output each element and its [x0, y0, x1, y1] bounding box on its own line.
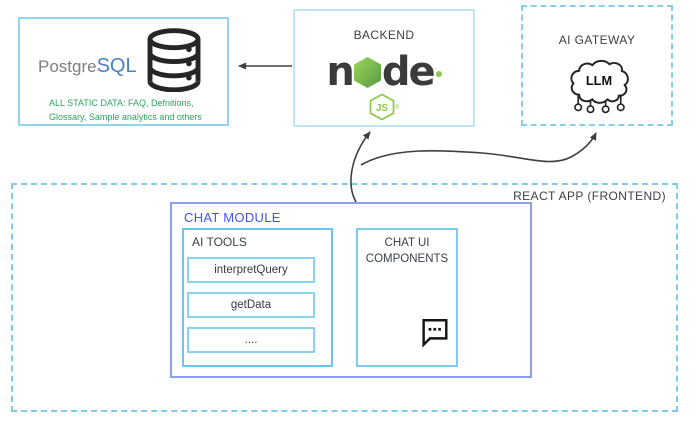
- chat-ui-components-title: CHAT UI COMPONENTS: [365, 237, 449, 265]
- postgres-description: ALL STATIC DATA: FAQ, Defnitions, Glossa…: [49, 97, 202, 125]
- postgres-wordmark-prefix: Postgre: [38, 57, 97, 76]
- react-app-title: REACT APP (FRONTEND): [513, 189, 666, 203]
- ai-gateway-title: AI GATEWAY: [558, 33, 636, 47]
- postgres-description-line1: ALL STATIC DATA: FAQ, Defnitions,: [49, 98, 194, 108]
- nodejs-logo: n de: [295, 49, 473, 95]
- ai-gateway-box: AI GATEWAY LLM: [521, 5, 673, 126]
- llm-brain-icon: LLM: [564, 57, 634, 122]
- tool-ellipsis: ....: [187, 327, 315, 353]
- nodejs-js-badge: JS ®: [295, 93, 473, 126]
- tool-interpretquery: interpretQuery: [187, 257, 315, 283]
- postgres-description-line2: Glossary, Sample analytics and others: [49, 111, 202, 122]
- js-badge-text: JS: [376, 103, 389, 114]
- nodejs-letter-n: n: [326, 49, 355, 95]
- chat-bubble-icon: [420, 316, 449, 353]
- arrow-chatmodule-to-gateway: [360, 132, 597, 166]
- registered-mark: ®: [394, 105, 400, 111]
- nodejs-green-dot-icon: [435, 71, 442, 77]
- nodejs-letters-de: de: [381, 49, 436, 95]
- postgres-wordmark-suffix: SQL: [96, 55, 137, 77]
- postgres-wordmark: PostgreSQL: [38, 55, 137, 78]
- chat-ui-components-box: CHAT UI COMPONENTS: [356, 228, 458, 367]
- js-hexagon-icon: JS: [369, 93, 395, 121]
- postgres-box: PostgreSQL ALL STATIC DAT: [18, 17, 229, 126]
- database-icon: [139, 28, 209, 97]
- backend-title: BACKEND: [353, 28, 415, 42]
- react-app-box: REACT APP (FRONTEND): [11, 183, 678, 412]
- llm-label: LLM: [586, 73, 612, 88]
- ai-tools-title: AI TOOLS: [192, 235, 247, 249]
- backend-box: BACKEND n de JS ®: [293, 9, 475, 127]
- nodejs-hexagon-icon: [353, 57, 381, 88]
- ai-tools-box: AI TOOLS interpretQuery getData ....: [182, 228, 333, 367]
- chat-module-box: CHAT MODULE AI TOOLS interpretQuery getD…: [170, 202, 532, 378]
- chat-module-title: CHAT MODULE: [184, 210, 281, 225]
- tool-getdata: getData: [187, 292, 315, 318]
